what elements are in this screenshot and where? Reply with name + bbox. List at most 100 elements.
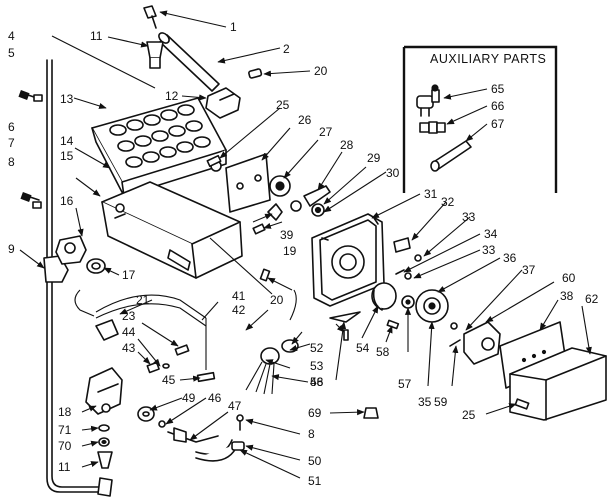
callout-36: 36 — [503, 251, 517, 265]
callout-11-bottom: 11 — [58, 460, 71, 474]
part-cam-26 — [225, 153, 271, 213]
callout-65: 65 — [491, 82, 505, 96]
callout-69: 69 — [308, 406, 322, 420]
callout-51: 51 — [308, 474, 322, 488]
part-gear-36 — [415, 289, 449, 323]
callout-35: 35 — [418, 395, 432, 409]
leader-lines — [19, 10, 592, 479]
callout-33-top: 33 — [462, 210, 476, 224]
part-clip-69 — [363, 407, 379, 419]
callout-42: 42 — [232, 303, 246, 317]
callout-15: 15 — [60, 149, 74, 163]
part-clip-39 — [267, 203, 283, 221]
part-screw-25-right — [514, 398, 530, 410]
callout-48: 48 — [310, 375, 324, 389]
part-fitting-71 — [98, 424, 110, 432]
callout-67: 67 — [491, 117, 505, 131]
part-shaft-2 — [158, 32, 220, 92]
auxiliary-parts-title: AUXILIARY PARTS — [430, 52, 546, 66]
callout-41: 41 — [232, 289, 246, 303]
callout-12: 12 — [165, 89, 179, 103]
callout-57: 57 — [398, 377, 412, 391]
callout-70: 70 — [58, 439, 72, 453]
part-fitting-11-top — [146, 41, 164, 69]
part-screw-34 — [395, 269, 405, 275]
callout-2: 2 — [283, 42, 290, 56]
part-screw-52 — [343, 329, 349, 341]
part-screw-20-top — [248, 68, 263, 79]
callout-28: 28 — [340, 138, 354, 152]
callout-31: 31 — [424, 187, 438, 201]
part-fill-tube-rod-4 — [46, 35, 156, 497]
callout-45: 45 — [162, 373, 176, 387]
callout-53: 53 — [310, 359, 324, 373]
part-housing-31 — [311, 213, 385, 307]
callout-33-bottom: 33 — [482, 243, 496, 257]
part-screw-58 — [386, 319, 400, 330]
callout-7: 7 — [8, 136, 15, 150]
part-valve-65 — [416, 84, 440, 117]
auxiliary-parts-box: AUXILIARY PARTS — [402, 45, 558, 193]
callout-17: 17 — [122, 268, 136, 282]
part-gear-27 — [269, 175, 291, 197]
part-wire-harness-48 — [245, 347, 280, 395]
callout-25-top: 25 — [276, 98, 290, 112]
callout-32: 32 — [441, 195, 455, 209]
callout-58: 58 — [376, 345, 390, 359]
callout-59: 59 — [434, 395, 448, 409]
part-screw-1 — [143, 5, 157, 29]
part-screws-5-8 — [18, 90, 43, 209]
callout-8-bottom: 8 — [308, 427, 315, 441]
part-bushing-32 — [393, 237, 411, 253]
callout-numbers: 1 2 4 5 6 7 8 9 11 12 13 14 15 16 17 18 … — [8, 20, 599, 488]
callout-46: 46 — [208, 391, 222, 405]
callout-20-center: 20 — [270, 293, 284, 307]
part-wedge-56 — [329, 311, 361, 323]
part-front-cover-62 — [509, 347, 607, 421]
callout-71: 71 — [58, 423, 72, 437]
callout-21: 21 — [136, 293, 150, 307]
part-motor-37 — [450, 321, 501, 365]
callout-1: 1 — [230, 20, 237, 34]
callout-13: 13 — [60, 92, 74, 106]
callout-43: 43 — [122, 341, 136, 355]
callout-37: 37 — [522, 263, 536, 277]
callout-44: 44 — [122, 325, 136, 339]
callout-34: 34 — [484, 227, 498, 241]
part-valve-18 — [85, 367, 123, 415]
callout-49: 49 — [182, 391, 196, 405]
callout-62: 62 — [585, 292, 599, 306]
part-washer-57 — [401, 295, 415, 309]
callout-8-left: 8 — [8, 155, 15, 169]
callout-38: 38 — [560, 289, 574, 303]
part-clip-59 — [449, 339, 461, 347]
part-bracket-16 — [55, 235, 87, 265]
callout-14: 14 — [60, 134, 74, 148]
callout-23: 23 — [122, 309, 136, 323]
part-screw-19 — [252, 223, 266, 235]
callout-6: 6 — [8, 120, 15, 134]
callout-5: 5 — [8, 46, 15, 60]
part-bushing-17 — [86, 258, 106, 274]
part-ice-mold-13 — [91, 97, 227, 197]
callout-11-top: 11 — [90, 29, 103, 43]
callout-26: 26 — [298, 113, 312, 127]
part-grommet-53 — [281, 289, 299, 353]
part-mold-support-14 — [101, 181, 243, 279]
callout-52: 52 — [310, 341, 324, 355]
callout-19: 19 — [283, 244, 297, 258]
callout-66: 66 — [491, 99, 505, 113]
part-fitting-50-51 — [231, 441, 245, 451]
part-fitting-11-bottom — [97, 451, 113, 469]
part-screw-8-bottom — [236, 414, 244, 431]
callout-30: 30 — [386, 166, 400, 180]
callout-16: 16 — [60, 194, 74, 208]
part-fitting-66 — [419, 121, 446, 134]
callout-60: 60 — [562, 271, 576, 285]
callout-9: 9 — [8, 242, 15, 256]
part-tube-67 — [430, 140, 472, 172]
callout-47: 47 — [228, 399, 242, 413]
callout-54: 54 — [356, 341, 370, 355]
part-fitting-70 — [98, 437, 110, 447]
